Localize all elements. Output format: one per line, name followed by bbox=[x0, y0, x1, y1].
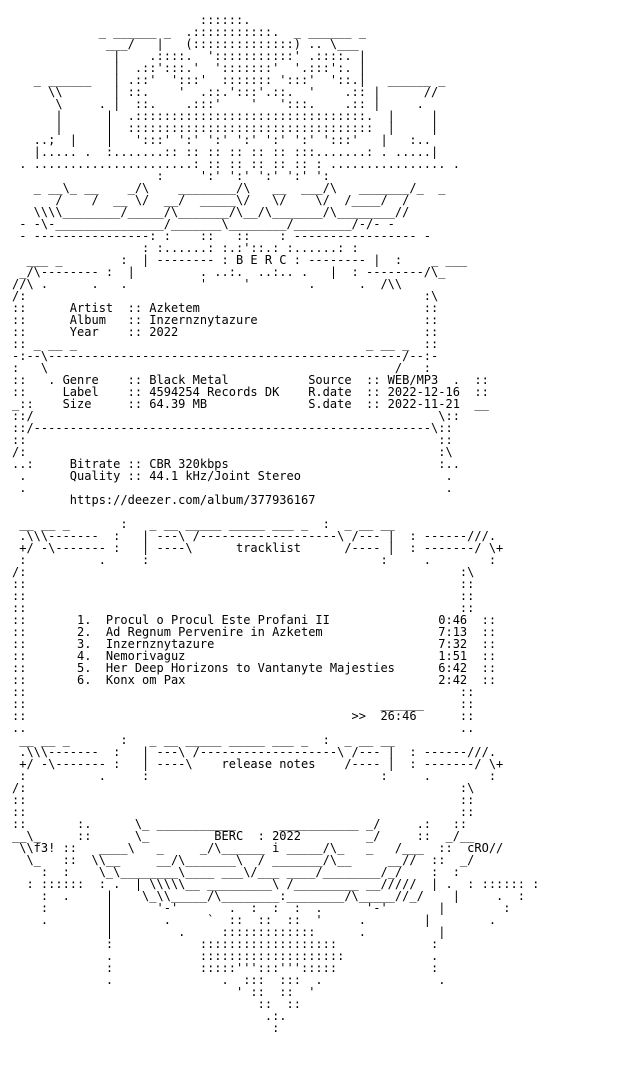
nfo-line: | .::':::.' ':::::::' '.:::':. | bbox=[12, 61, 367, 75]
nfo-line: ___ _ : | -------- : B E R C : -------- … bbox=[12, 253, 468, 267]
nfo-line: :: ______ :: bbox=[12, 697, 475, 711]
nfo-line: :: :: bbox=[12, 805, 475, 819]
nfo-line: : bbox=[12, 1021, 280, 1035]
nfo-line: :: :: bbox=[12, 577, 475, 591]
nfo-line: . :::::::::::::::::::: . bbox=[12, 949, 439, 963]
nfo-line: / / __ \/ __/ _____\/ \/ \/ /____/ / bbox=[12, 193, 410, 207]
nfo-line: ..: Bitrate :: CBR 320kbps :.. bbox=[12, 457, 460, 471]
nfo-line: /: :\ bbox=[12, 565, 475, 579]
nfo-line: :: :: bbox=[12, 997, 301, 1011]
nfo-line: :: :: bbox=[12, 601, 475, 615]
nfo-line: :: 6. Konx om Pax 2:42 :: bbox=[12, 673, 497, 687]
nfo-document: ::::::. _ ______ _ .:::::::::::. _ _____… bbox=[12, 14, 632, 1084]
nfo-line: ::::::. bbox=[12, 14, 352, 27]
nfo-line: \ . | ::. .:::' ' ':::. .:: | . bbox=[12, 97, 424, 111]
nfo-line: : : \_\________\____ ___\/___ ____/_____… bbox=[12, 865, 460, 879]
nfo-line: +/ -\------- : | ----\ tracklist /---- |… bbox=[12, 541, 504, 555]
nfo-line: . | . ` :: :: :: ' . | . bbox=[12, 913, 497, 927]
nfo-line: : . | \_\\_____/\________:________/\____… bbox=[12, 889, 525, 903]
nfo-line: :: :: bbox=[12, 589, 475, 603]
nfo-line: .\\\------- : | ---\ /------------------… bbox=[12, 745, 497, 759]
nfo-line: .\\\------- : | ---\ /------------------… bbox=[12, 529, 497, 543]
nfo-line: : \ / : bbox=[12, 361, 432, 375]
nfo-line: : | '-' . : : : . '-' | : bbox=[12, 901, 511, 915]
nfo-line: : ':' ':' ':' ':' ': bbox=[12, 169, 381, 183]
nfo-line: : ::::::::::::::::::: : bbox=[12, 937, 439, 951]
nfo-line: :: . Genre :: Black Metal Source :: WEB/… bbox=[12, 373, 489, 387]
nfo-line: ::/ \:: bbox=[12, 409, 460, 423]
nfo-line: _/\-------- : | . ..:. ..:.. . | : -----… bbox=[12, 265, 446, 279]
nfo-line: -:--\-----------------------------------… bbox=[12, 349, 439, 363]
nfo-line: :: 2. Ad Regnum Pervenire in Azketem 7:1… bbox=[12, 625, 497, 639]
nfo-line: . . ::: ::: . . bbox=[12, 973, 446, 987]
nfo-line: . . bbox=[12, 481, 453, 495]
nfo-line: .. .. bbox=[12, 721, 475, 735]
nfo-line: :: :. \_ ___________ ___________ _/ .: :… bbox=[12, 817, 468, 831]
nfo-line: ' :: :: ' bbox=[12, 985, 316, 999]
nfo-line: ::/-------------------------------------… bbox=[12, 421, 453, 435]
nfo-line: ___/ | (::::::::::::::) .. \___ bbox=[12, 37, 359, 51]
nfo-line: | | .::::::::::::::::::::::::::::::::. |… bbox=[12, 109, 439, 123]
nfo-line: \\\\________/_____/\_______/\__/\_______… bbox=[12, 205, 410, 219]
nfo-line: : :......: :.:'::.: :......: : bbox=[12, 241, 359, 255]
nfo-line: : :::::''':::'''::::: : bbox=[12, 961, 439, 975]
nfo-line: :: 3. Inzernznytazure 7:32 :: bbox=[12, 637, 497, 651]
nfo-line: . Quality :: 44.1 kHz/Joint Stereo . bbox=[12, 469, 453, 483]
nfo-line: : :::::: : . | \\\\\__ _________\ /_____… bbox=[12, 877, 540, 891]
nfo-line: _:: Size :: 64.39 MB S.date :: 2022-11-2… bbox=[12, 397, 489, 411]
nfo-line: /: :\ bbox=[12, 445, 453, 459]
nfo-line: :: Artist :: Azketem :: bbox=[12, 301, 439, 315]
nfo-line: | .::::. ':::::::::::' .::::. | bbox=[12, 49, 367, 63]
nfo-line: :: Album :: Inzernznytazure :: bbox=[12, 313, 439, 327]
nfo-line: +/ -\------- : | ----\ release notes /--… bbox=[12, 757, 504, 771]
nfo-line: \\f3! :: ____\ _ _/\______ i _____/\_ _ … bbox=[12, 841, 504, 855]
nfo-line: . ......................: :: :: :: :: ::… bbox=[12, 157, 460, 171]
nfo-line: __ __ _ : _ __ _____ _____ ___ _ : _ __ … bbox=[12, 517, 395, 531]
nfo-line: :: :: bbox=[12, 793, 475, 807]
nfo-line: https://deezer.com/album/377936167 bbox=[12, 493, 316, 507]
nfo-line: \_ :: \\__ __/\_______\ / _______/\__ __… bbox=[12, 853, 475, 867]
nfo-line: :: :: bbox=[12, 433, 453, 447]
nfo-line: | . ::::::::::::: . | bbox=[12, 925, 446, 939]
nfo-line: :: _ __ _ _ __ _ :: bbox=[12, 337, 439, 351]
nfo-line: //\ . . . ' ' . . /\\ bbox=[12, 277, 403, 291]
nfo-line: \\ | ::. ' .::.':::'.::. ' .:: | // bbox=[12, 85, 439, 99]
nfo-line: .:. bbox=[12, 1009, 287, 1023]
nfo-line: : . : : . : bbox=[12, 769, 497, 783]
nfo-line: - ----------------: : :: :: : ----------… bbox=[12, 229, 432, 243]
nfo-line: __\_ :: \_ BERC : 2022 _/ :: _/__ bbox=[12, 829, 475, 843]
nfo-line: /: :\ bbox=[12, 289, 439, 303]
nfo-line: _ __\_ __ _/\ ________/\ __ ___/\ ______… bbox=[12, 181, 446, 195]
nfo-line: | | :::::::::::::::::::::::::::::::::: |… bbox=[12, 121, 439, 135]
nfo-line: :: Year :: 2022 :: bbox=[12, 325, 439, 339]
nfo-line: _ ______ _ .:::::::::::. _ ______ _ bbox=[12, 25, 367, 39]
nfo-line: :: 5. Her Deep Horizons to Vantanyte Maj… bbox=[12, 661, 497, 675]
nfo-line: :: :: bbox=[12, 685, 475, 699]
nfo-line: - -\-_______________/_______\________/__… bbox=[12, 217, 395, 231]
nfo-line: __ __ _ : _ __ _____ _____ ___ _ : _ __ … bbox=[12, 733, 395, 747]
nfo-line: :: 4. Nemorivaguz 1:51 :: bbox=[12, 649, 497, 663]
nfo-line: _ ______ | .::' ':::' ::::::: ':::' '::.… bbox=[12, 73, 446, 87]
nfo-line: |..... . :.......:: :: :: :: :: :: :::..… bbox=[12, 145, 439, 159]
nfo-line: : . : : . : bbox=[12, 553, 497, 567]
nfo-line: :: Label :: 4594254 Records DK R.date ::… bbox=[12, 385, 489, 399]
nfo-line: /: :\ bbox=[12, 781, 475, 795]
nfo-line: :: 1. Procul o Procul Este Profani II 0:… bbox=[12, 613, 497, 627]
nfo-line: :: >> 26:46 :: bbox=[12, 709, 475, 723]
nfo-line: ..; | | ':::' ':' ':' ':' ':' ':' ':::' … bbox=[12, 133, 432, 147]
